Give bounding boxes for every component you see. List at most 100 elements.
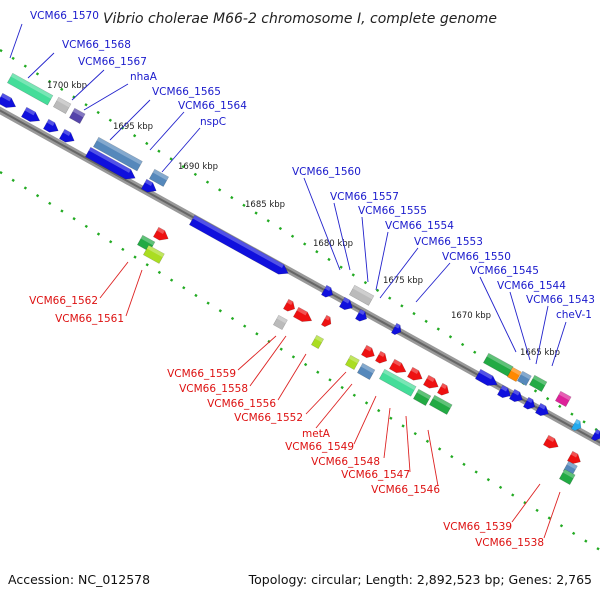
feature-blue-8[interactable] [320,284,335,299]
feature-green-4[interactable] [412,388,432,406]
leader-line [237,335,277,371]
feature-blue-9[interactable] [338,296,355,312]
feature-green-2[interactable] [528,374,548,392]
gene-label-minus[interactable]: VCM66_1538 [475,537,544,549]
gene-label-plus[interactable]: VCM66_1545 [470,265,539,277]
accession-text: Accession: NC_012578 [8,572,151,587]
gene-label-plus[interactable]: VCM66_1568 [62,39,131,51]
feature-red-7[interactable] [388,358,408,376]
gene-label-minus[interactable]: VCM66_1559 [167,368,236,380]
feature-blue-14[interactable] [508,388,525,404]
leader-line [83,83,129,111]
feature-red-8[interactable] [406,366,425,383]
gene-label-plus[interactable]: VCM66_1565 [152,86,221,98]
feature-red-11[interactable] [542,434,561,451]
feature-steel-3[interactable] [516,370,532,386]
feature-blue-13[interactable] [496,384,513,400]
gene-label-minus[interactable]: VCM66_1558 [179,383,248,395]
feature-cyan-1[interactable] [570,418,583,432]
feature-orange-1[interactable] [506,366,522,382]
guide-track-inner [0,170,600,552]
gene-label-minus[interactable]: VCM66_1539 [443,521,512,533]
feature-red-3[interactable] [292,306,314,325]
feature-red-5[interactable] [360,344,377,360]
gene-label-plus[interactable]: VCM66_1554 [385,220,454,232]
map-title: Vibrio cholerae M66-2 chromosome I, comp… [103,11,497,27]
feature-steel-2[interactable] [148,168,170,187]
feature-blue-1[interactable] [0,92,18,111]
gene-label-minus[interactable]: VCM66_1552 [234,412,303,424]
gene-label-plus[interactable]: nhaA [130,71,158,83]
feature-green-6[interactable] [558,468,576,485]
feature-steel-1[interactable] [92,136,143,172]
feature-blue-16[interactable] [534,402,551,418]
feature-blue-15[interactable] [522,396,537,411]
feature-red-9[interactable] [422,374,441,391]
gene-label-plus[interactable]: VCM66_1560 [292,166,361,178]
feature-red-12[interactable] [566,450,583,466]
gene-label-plus[interactable]: VCM66_1544 [497,280,566,292]
leader-line [379,247,419,299]
leader-line [27,52,55,79]
feature-lime-3[interactable] [344,354,360,370]
gene-label-minus[interactable]: VCM66_1546 [371,484,440,496]
leader-line [277,353,307,401]
tick-label: 1695 kbp [113,122,153,132]
feature-red-1[interactable] [152,226,171,243]
gene-label-minus[interactable]: VCM66_1556 [207,398,276,410]
feature-red-4[interactable] [320,314,333,328]
gene-label-plus[interactable]: VCM66_1550 [442,251,511,263]
feature-blue-5[interactable] [84,146,138,183]
gene-label-minus[interactable]: VCM66_1548 [311,456,380,468]
feature-red-6[interactable] [374,350,389,365]
gene-label-plus[interactable]: VCM66_1557 [330,191,399,203]
feature-blue-11[interactable] [390,322,403,336]
feature-blue-3[interactable] [42,118,61,135]
gene-label-minus[interactable]: VCM66_1561 [55,313,124,325]
feature-green-5[interactable] [428,394,453,415]
feature-red-10[interactable] [436,382,451,397]
gene-label-plus[interactable]: VCM66_1553 [414,236,483,248]
leader-line [71,69,105,101]
gene-label-plus[interactable]: VCM66_1543 [526,294,595,306]
feature-blue-12[interactable] [474,368,500,389]
leader-line [125,269,143,317]
feature-lime-2[interactable] [310,334,325,350]
gene-label-plus[interactable]: VCM66_1564 [178,100,247,112]
feature-blue-2[interactable] [20,106,42,125]
feature-grey-2[interactable] [348,284,375,306]
gene-label-plus[interactable]: VCM66_1555 [358,205,427,217]
gene-label-minus[interactable]: VCM66_1549 [285,441,354,453]
leader-line [109,99,151,141]
feature-blue-7[interactable] [188,214,291,278]
feature-grey-3[interactable] [272,314,288,330]
leader-line [375,231,389,291]
gene-label-plus[interactable]: nspC [200,116,226,128]
gene-label-plus[interactable]: VCM66_1570 [30,10,99,22]
feature-blue-6[interactable] [140,178,159,195]
leader-line [543,491,561,539]
feature-blue-4[interactable] [58,128,77,145]
feature-lime-1[interactable] [142,244,165,264]
topology-text: Topology: circular; Length: 2,892,523 bp… [248,572,592,587]
feature-blue-10[interactable] [354,308,369,323]
feature-mint-2[interactable] [378,368,417,397]
gene-label-minus[interactable]: VCM66_1562 [29,295,98,307]
feature-magenta-1[interactable] [554,390,572,407]
gene-label-plus[interactable]: VCM66_1567 [78,56,147,68]
feature-grey-1[interactable] [52,96,72,114]
leader-line [383,407,391,459]
gene-label-minus[interactable]: metA [302,428,331,440]
feature-steel-4[interactable] [356,362,376,380]
leader-line [415,262,451,303]
leader-line [315,383,353,429]
gene-label-minus[interactable]: VCM66_1547 [341,469,410,481]
leader-line [551,321,567,367]
feature-red-2[interactable] [282,298,297,313]
gene-label-plus[interactable]: cheV-1 [556,309,592,321]
leader-line [509,291,531,361]
feature-mint-1[interactable] [6,72,54,106]
feature-purple-1[interactable] [68,107,86,124]
